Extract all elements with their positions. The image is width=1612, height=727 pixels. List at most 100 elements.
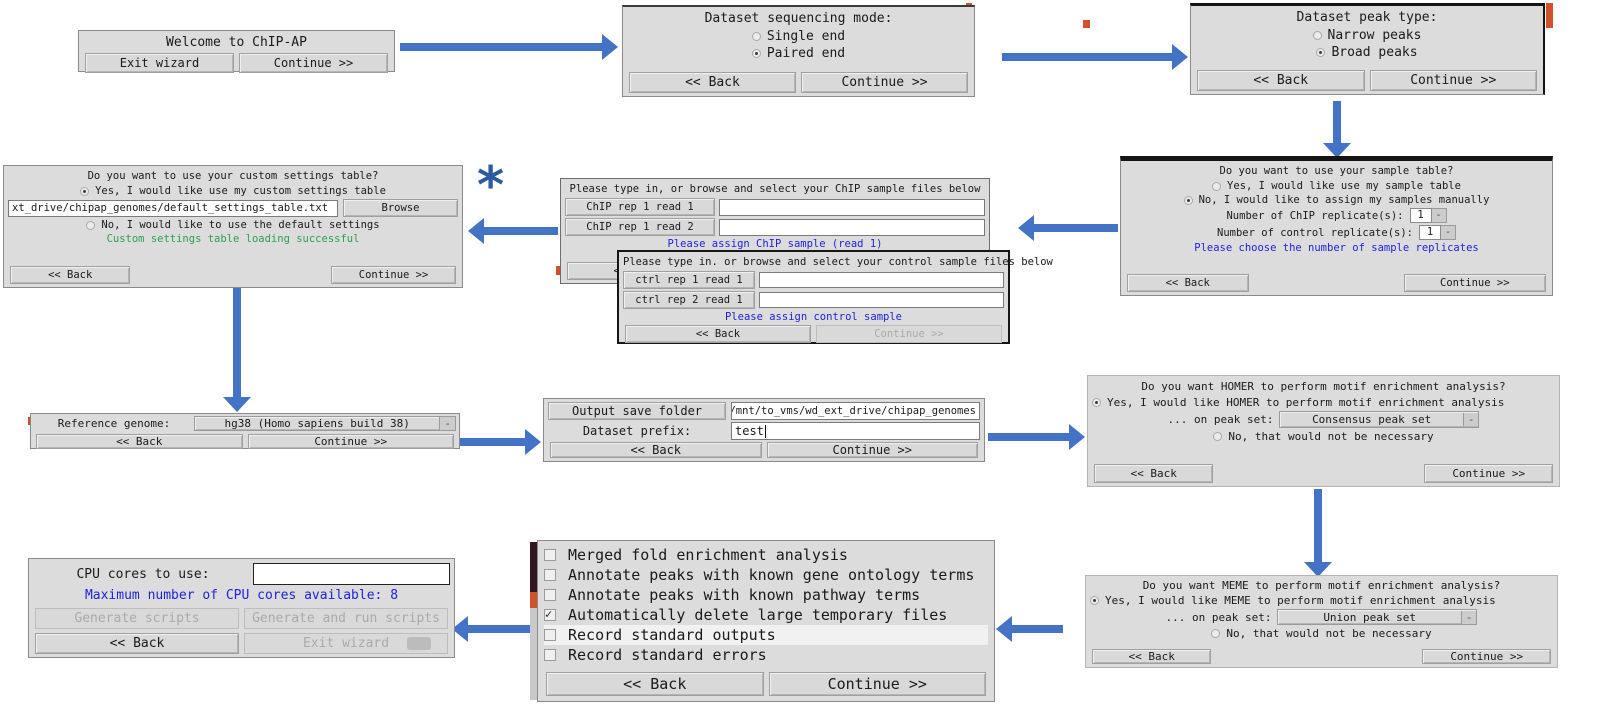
asterisk-annotation: *: [477, 156, 505, 216]
assign-chip-sample-hint: Please assign ChIP sample (read 1): [667, 238, 883, 250]
continue-button[interactable]: Continue >>: [768, 672, 986, 696]
radio-option-meme-yes[interactable]: Yes, I would like MEME to perform motif …: [1090, 593, 1553, 608]
custom-settings-dialog: Do you want to use your custom settings …: [3, 165, 463, 288]
continue-button[interactable]: Continue >>: [247, 434, 454, 449]
radio-option-assign-manually[interactable]: No, I would like to assign my samples ma…: [1125, 193, 1548, 207]
spinner-indicator-icon: -: [1440, 225, 1456, 240]
continue-button[interactable]: Continue >>: [766, 442, 978, 458]
chip-rep1-read1-input[interactable]: [719, 198, 985, 216]
browse-button[interactable]: Browse: [343, 199, 458, 217]
checkbox-option-gene-ontology[interactable]: Annotate peaks with known gene ontology …: [544, 565, 988, 585]
dialog-title: Do you want to use your custom settings …: [87, 170, 379, 182]
button-label: Exit wizard: [302, 636, 390, 651]
checkbox-option-record-stderr[interactable]: Record standard errors: [544, 645, 988, 665]
radio-option-use-custom-settings[interactable]: Yes, I would like use my custom settings…: [8, 184, 458, 198]
field-value: xt_drive/chipap_genomes/default_settings…: [12, 202, 329, 214]
back-button[interactable]: << Back: [546, 672, 764, 696]
back-button[interactable]: << Back: [629, 72, 796, 93]
radio-icon: [1211, 629, 1221, 638]
continue-button[interactable]: Continue >>: [1369, 70, 1537, 91]
homer-dialog: Do you want HOMER to perform motif enric…: [1087, 375, 1560, 487]
back-button[interactable]: << Back: [1094, 464, 1214, 483]
ctrl-rep1-read1-browse-button[interactable]: ctrl rep 1 read 1: [623, 271, 755, 289]
continue-button-disabled: Continue >>: [816, 325, 1002, 343]
settings-table-path-input[interactable]: xt_drive/chipap_genomes/default_settings…: [8, 199, 338, 217]
window-decoration-aubergine: [530, 542, 537, 592]
dropdown-value: hg38 (Homo sapiens build 38): [224, 417, 410, 430]
peak-set-label: ... on peak set:: [1165, 610, 1272, 624]
radio-label: Narrow peaks: [1327, 28, 1422, 43]
radio-label: Yes, I would like use my custom settings…: [95, 185, 386, 197]
continue-button[interactable]: Continue >>: [1422, 649, 1551, 664]
back-button[interactable]: << Back: [550, 442, 762, 458]
dropdown-indicator-icon: -: [439, 417, 455, 430]
radio-option-meme-no[interactable]: No, that would not be necessary: [1090, 626, 1553, 641]
flow-arrow-chipsamples-to-customsettings: [468, 218, 558, 244]
homer-peak-set-dropdown[interactable]: Consensus peak set -: [1279, 411, 1480, 428]
radio-option-homer-yes[interactable]: Yes, I would like HOMER to perform motif…: [1092, 395, 1555, 410]
back-button[interactable]: << Back: [35, 633, 239, 654]
back-button[interactable]: << Back: [1092, 649, 1212, 664]
exit-wizard-button-disabled: Exit wizard: [244, 633, 448, 654]
dialog-title: Please type in, or browse and select you…: [569, 183, 981, 195]
checkbox-option-merged-fold[interactable]: Merged fold enrichment analysis: [544, 545, 988, 565]
checkbox-icon: [544, 589, 556, 601]
radio-option-single-end[interactable]: Single end: [627, 28, 970, 45]
dataset-prefix-label: Dataset prefix:: [582, 424, 692, 438]
continue-button[interactable]: Continue >>: [331, 266, 456, 284]
radio-label: Paired end: [766, 46, 846, 61]
radio-option-narrow-peaks[interactable]: Narrow peaks: [1195, 27, 1539, 44]
window-decoration-orange: [530, 592, 537, 608]
spinner-value: 1: [1418, 225, 1441, 240]
meme-peak-set-dropdown[interactable]: Union peak set -: [1277, 609, 1478, 625]
output-folder-input[interactable]: /mnt/to_vms/wd_ext_drive/chipap_genomes: [731, 402, 980, 420]
radio-option-paired-end[interactable]: Paired end: [627, 45, 970, 62]
chip-rep1-read1-browse-button[interactable]: ChIP rep 1 read 1: [565, 198, 715, 216]
chip-rep1-read2-input[interactable]: [719, 218, 985, 236]
radio-option-homer-no[interactable]: No, that would not be necessary: [1092, 429, 1555, 444]
cpu-cores-input[interactable]: [253, 563, 450, 585]
window-decoration-grey: [530, 608, 537, 700]
radio-icon: [86, 220, 96, 230]
continue-button[interactable]: Continue >>: [1403, 274, 1546, 292]
radio-icon: [1312, 31, 1322, 40]
flow-arrow-customsettings-to-genome: [223, 288, 251, 412]
checkbox-option-record-stdout[interactable]: Record standard outputs: [544, 625, 988, 645]
output-dialog: Output save folder /mnt/to_vms/wd_ext_dr…: [543, 398, 985, 462]
continue-button[interactable]: Continue >>: [801, 72, 968, 93]
ctrl-rep1-read1-input[interactable]: [759, 272, 1004, 288]
back-button[interactable]: << Back: [36, 434, 243, 449]
checkbox-icon: [544, 629, 556, 641]
reference-genome-dropdown[interactable]: hg38 (Homo sapiens build 38) -: [194, 416, 456, 431]
window-decoration-orange: [556, 266, 561, 275]
dataset-prefix-input[interactable]: test: [731, 422, 980, 440]
radio-icon: [1213, 432, 1223, 441]
assign-control-sample-hint: Please assign control sample: [724, 311, 902, 323]
dropdown-indicator-icon: -: [1460, 610, 1477, 624]
exit-wizard-button[interactable]: Exit wizard: [85, 53, 234, 73]
back-button[interactable]: << Back: [1127, 274, 1249, 292]
back-button[interactable]: << Back: [10, 266, 131, 284]
dialog-title: Dataset sequencing mode:: [704, 11, 893, 26]
chip-replicates-spinner[interactable]: 1 -: [1409, 208, 1447, 223]
ctrl-rep2-read1-browse-button[interactable]: ctrl rep 2 read 1: [623, 291, 755, 309]
radio-icon: [1316, 48, 1326, 57]
radio-option-broad-peaks[interactable]: Broad peaks: [1195, 44, 1539, 61]
back-button[interactable]: << Back: [1197, 70, 1365, 91]
ctrl-rep2-read1-input[interactable]: [759, 292, 1004, 308]
chip-replicates-label: Number of ChIP replicate(s):: [1226, 209, 1404, 222]
back-button[interactable]: << Back: [625, 325, 811, 343]
checkbox-option-delete-temp-files[interactable]: Automatically delete large temporary fil…: [544, 605, 988, 625]
continue-button[interactable]: Continue >>: [1424, 464, 1553, 483]
continue-button[interactable]: Continue >>: [239, 53, 388, 73]
checkbox-option-pathway-terms[interactable]: Annotate peaks with known pathway terms: [544, 585, 988, 605]
cpu-cores-label: CPU cores to use:: [76, 566, 210, 582]
output-folder-browse-button[interactable]: Output save folder: [548, 402, 726, 420]
flow-arrow-homer-to-meme: [1304, 489, 1332, 577]
radio-option-use-sample-table[interactable]: Yes, I would like use my sample table: [1125, 179, 1548, 193]
radio-option-default-settings[interactable]: No, I would like to use the default sett…: [8, 218, 458, 232]
radio-label: No, that would not be necessary: [1228, 430, 1434, 443]
chip-rep1-read2-browse-button[interactable]: ChIP rep 1 read 2: [565, 218, 715, 236]
control-replicates-spinner[interactable]: 1 -: [1418, 225, 1456, 240]
